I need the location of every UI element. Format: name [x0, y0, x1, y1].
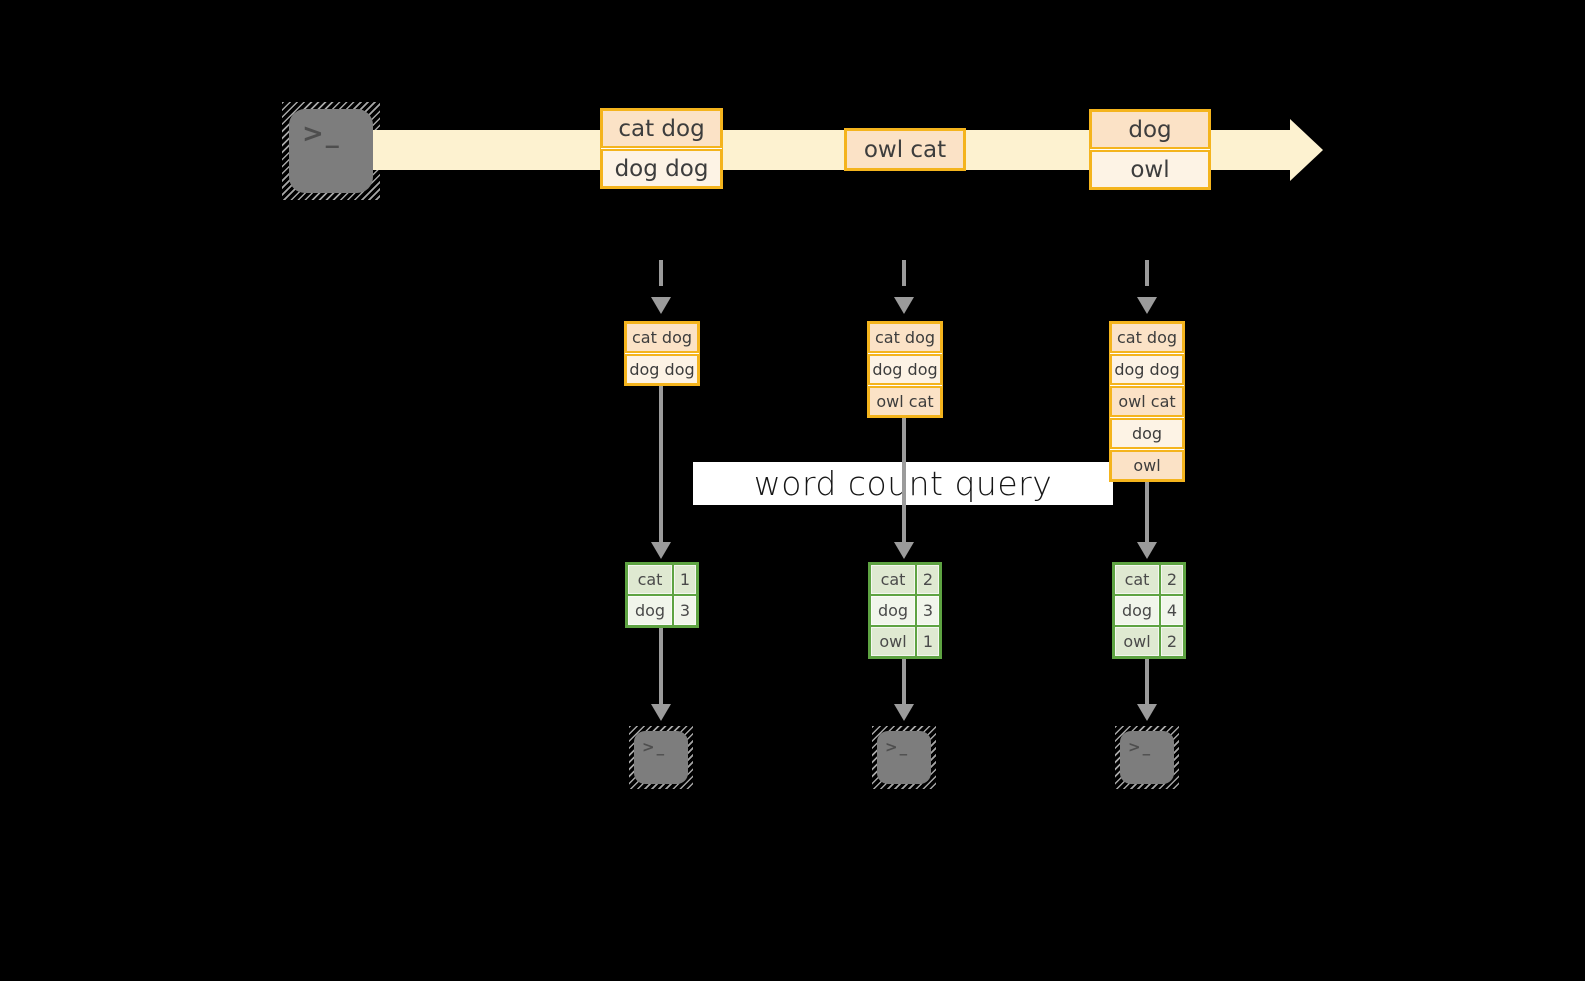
flow-arrowhead-icon — [1137, 704, 1157, 721]
count-word: cat — [1115, 565, 1159, 594]
count-word: dog — [628, 596, 672, 625]
dashed-arrow-line — [902, 260, 906, 298]
buffer-cell: cat dog — [1110, 322, 1184, 353]
stream-event-box-2: owl cat — [844, 128, 966, 171]
word-count-table-3: cat 2 dog 4 owl 2 — [1112, 562, 1186, 659]
terminal-screen: >_ — [634, 731, 688, 784]
event-cell: dog dog — [601, 149, 722, 188]
flow-arrow-line — [902, 659, 906, 705]
flow-arrowhead-icon — [1137, 542, 1157, 559]
count-word: cat — [871, 565, 915, 594]
stream-event-box-1: cat dog dog dog — [600, 108, 723, 189]
buffer-cell: dog dog — [625, 354, 699, 385]
consumer-terminal-icon-3: >_ — [1115, 726, 1179, 789]
event-cell: owl cat — [845, 129, 965, 170]
event-cell: dog — [1090, 110, 1210, 149]
flow-arrow-line — [659, 628, 663, 705]
count-value: 2 — [917, 565, 939, 594]
dashed-arrow-line — [1145, 260, 1149, 298]
terminal-prompt-icon: >_ — [1128, 738, 1153, 756]
word-count-table-1: cat 1 dog 3 — [625, 562, 699, 628]
count-value: 1 — [917, 627, 939, 656]
stream-arrowhead-icon — [1290, 119, 1323, 181]
buffer-cell: dog dog — [1110, 354, 1184, 385]
buffer-cell: owl cat — [868, 386, 942, 417]
terminal-screen: >_ — [289, 109, 373, 193]
buffer-cell: cat dog — [868, 322, 942, 353]
dashed-arrowhead-icon — [1137, 297, 1157, 314]
event-buffer-stack-1: cat dog dog dog — [624, 321, 700, 386]
count-word: dog — [871, 596, 915, 625]
flow-arrowhead-icon — [651, 704, 671, 721]
count-word: owl — [1115, 627, 1159, 656]
count-word: dog — [1115, 596, 1159, 625]
event-cell: cat dog — [601, 109, 722, 148]
terminal-prompt-icon: >_ — [642, 738, 667, 756]
count-value: 2 — [1161, 627, 1183, 656]
count-value: 1 — [674, 565, 696, 594]
flow-arrowhead-icon — [651, 542, 671, 559]
terminal-screen: >_ — [1120, 731, 1174, 784]
terminal-screen: >_ — [877, 731, 931, 784]
flow-arrow-line — [1145, 481, 1149, 543]
dashed-arrowhead-icon — [894, 297, 914, 314]
count-word: owl — [871, 627, 915, 656]
count-value: 3 — [917, 596, 939, 625]
count-value: 3 — [674, 596, 696, 625]
word-count-table-2: cat 2 dog 3 owl 1 — [868, 562, 942, 659]
buffer-cell: owl — [1110, 450, 1184, 481]
event-buffer-stack-2: cat dog dog dog owl cat — [867, 321, 943, 418]
terminal-prompt-icon: >_ — [885, 738, 910, 756]
flow-arrowhead-icon — [894, 542, 914, 559]
consumer-terminal-icon-1: >_ — [629, 726, 693, 789]
buffer-cell: owl cat — [1110, 386, 1184, 417]
dashed-arrowhead-icon — [651, 297, 671, 314]
buffer-cell: dog dog — [868, 354, 942, 385]
stream-event-box-3: dog owl — [1089, 109, 1211, 190]
flow-arrowhead-icon — [894, 704, 914, 721]
buffer-cell: dog — [1110, 418, 1184, 449]
producer-terminal-icon: >_ — [282, 102, 380, 200]
flow-arrow-line — [1145, 659, 1149, 705]
event-cell: owl — [1090, 150, 1210, 189]
consumer-terminal-icon-2: >_ — [872, 726, 936, 789]
count-value: 4 — [1161, 596, 1183, 625]
terminal-prompt-icon: >_ — [302, 119, 341, 149]
buffer-cell: cat dog — [625, 322, 699, 353]
dashed-arrow-line — [659, 260, 663, 298]
count-word: cat — [628, 565, 672, 594]
flow-arrow-line — [659, 386, 663, 543]
event-buffer-stack-3: cat dog dog dog owl cat dog owl — [1109, 321, 1185, 482]
flow-arrow-line — [902, 417, 906, 543]
count-value: 2 — [1161, 565, 1183, 594]
